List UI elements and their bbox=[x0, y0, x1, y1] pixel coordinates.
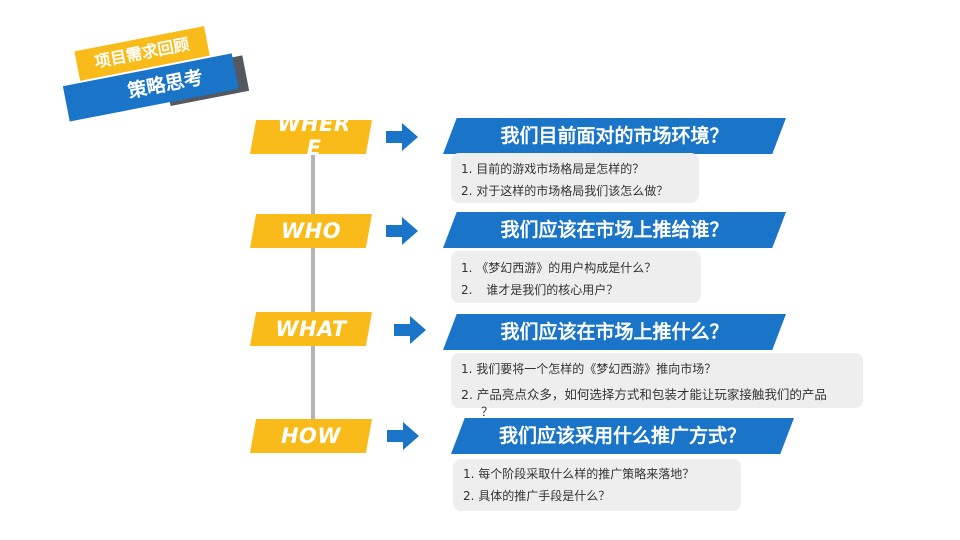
arrow-right-icon bbox=[386, 217, 418, 245]
tag-where: WHERE bbox=[250, 112, 372, 172]
list-item: 2. 谁才是我们的核心用户？ bbox=[461, 283, 619, 297]
items-who: 1. 《梦幻西游》的用户构成是什么？ 2. 谁才是我们的核心用户？ bbox=[451, 251, 701, 303]
header-ribbon: 策略思考 项目需求回顾 bbox=[49, 10, 266, 156]
tag-where-bg bbox=[250, 120, 372, 154]
vertical-connector bbox=[311, 150, 315, 430]
items-what: 1. 我们要将一个怎样的《梦幻西游》推向市场？ 2. 产品亮点众多，如何选择方式… bbox=[451, 353, 863, 419]
tag-who: WHO bbox=[250, 214, 372, 248]
list-item: 1. 我们要将一个怎样的《梦幻西游》推向市场？ bbox=[461, 362, 717, 376]
tag-where-label: WHERE bbox=[277, 112, 351, 160]
list-item: ？ bbox=[481, 405, 494, 419]
arrow-right-icon bbox=[387, 422, 419, 450]
list-item: 1. 每个阶段采取什么样的推广策略来落地？ bbox=[463, 467, 695, 481]
tag-how: HOW bbox=[250, 419, 372, 453]
question-what: 我们应该在市场上推什么？ bbox=[443, 314, 786, 350]
question-how: 我们应该采用什么推广方式？ bbox=[451, 418, 794, 454]
items-where: 1. 目前的游戏市场格局是怎样的？ 2. 对于这样的市场格局我们该怎么做？ bbox=[451, 153, 699, 203]
list-item: 2. 具体的推广手段是什么？ bbox=[463, 489, 611, 503]
list-item: 1. 目前的游戏市场格局是怎样的？ bbox=[461, 162, 645, 176]
items-how: 1. 每个阶段采取什么样的推广策略来落地？ 2. 具体的推广手段是什么？ bbox=[453, 459, 741, 511]
list-item: 2. 对于这样的市场格局我们该怎么做？ bbox=[461, 184, 669, 198]
list-item: 2. 产品亮点众多，如何选择方式和包装才能让玩家接触我们的产品 bbox=[461, 387, 827, 402]
list-item: 1. 《梦幻西游》的用户构成是什么？ bbox=[461, 261, 657, 275]
question-who: 我们应该在市场上推给谁？ bbox=[443, 212, 786, 248]
tag-what: WHAT bbox=[250, 312, 372, 346]
arrow-right-icon bbox=[394, 316, 426, 344]
question-where: 我们目前面对的市场环境？ bbox=[443, 118, 786, 154]
arrow-right-icon bbox=[386, 123, 418, 151]
